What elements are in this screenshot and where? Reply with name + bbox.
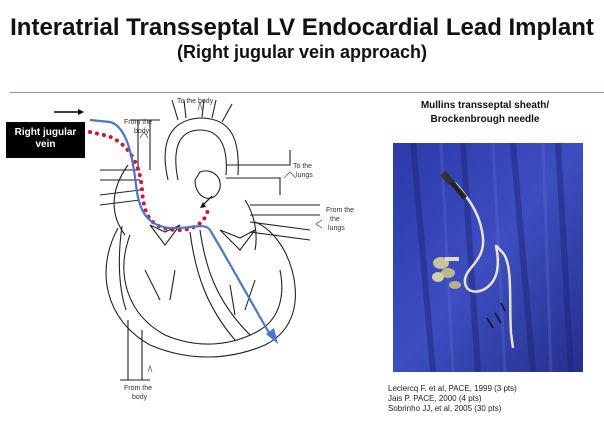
slide-title: Interatrial Transseptal LV Endocardial L… — [0, 14, 604, 42]
reference-item: Jais P. PACE, 2000 (4 pts) — [388, 394, 598, 404]
label-lungs-top: lungs — [296, 172, 313, 179]
reference-item: Sobrinho JJ, et al, 2005 (30 pts) — [388, 404, 598, 414]
sheath-needle-photo — [393, 143, 583, 372]
label-from-the-top: From the — [124, 119, 152, 126]
label-lungs-bottom: lungs — [328, 225, 345, 232]
slide-subtitle: (Right jugular vein approach) — [0, 40, 604, 64]
dotted-catheter-path — [90, 132, 208, 230]
title-divider — [10, 92, 604, 93]
heart-outline — [100, 100, 320, 380]
label-body-top: body — [134, 128, 150, 135]
label-body-bottom: body — [132, 394, 148, 401]
photo-title: Mullins transseptal sheath/ Brockenbroug… — [380, 99, 590, 127]
label-the: the — [330, 216, 340, 223]
label-from-the-bottom: From the — [124, 385, 152, 392]
label-to-the-lungs: To the — [293, 163, 312, 170]
label-to-the-body: To the body — [177, 98, 214, 105]
entry-arrowhead — [78, 109, 84, 115]
right-jugular-vein-label: Right jugular vein — [6, 122, 85, 158]
references: Leclercq F. et al, PACE, 1999 (3 pts) Ja… — [388, 384, 598, 414]
reference-item: Leclercq F. et al, PACE, 1999 (3 pts) — [388, 384, 598, 394]
label-from-the-lungs: From the — [326, 207, 354, 214]
